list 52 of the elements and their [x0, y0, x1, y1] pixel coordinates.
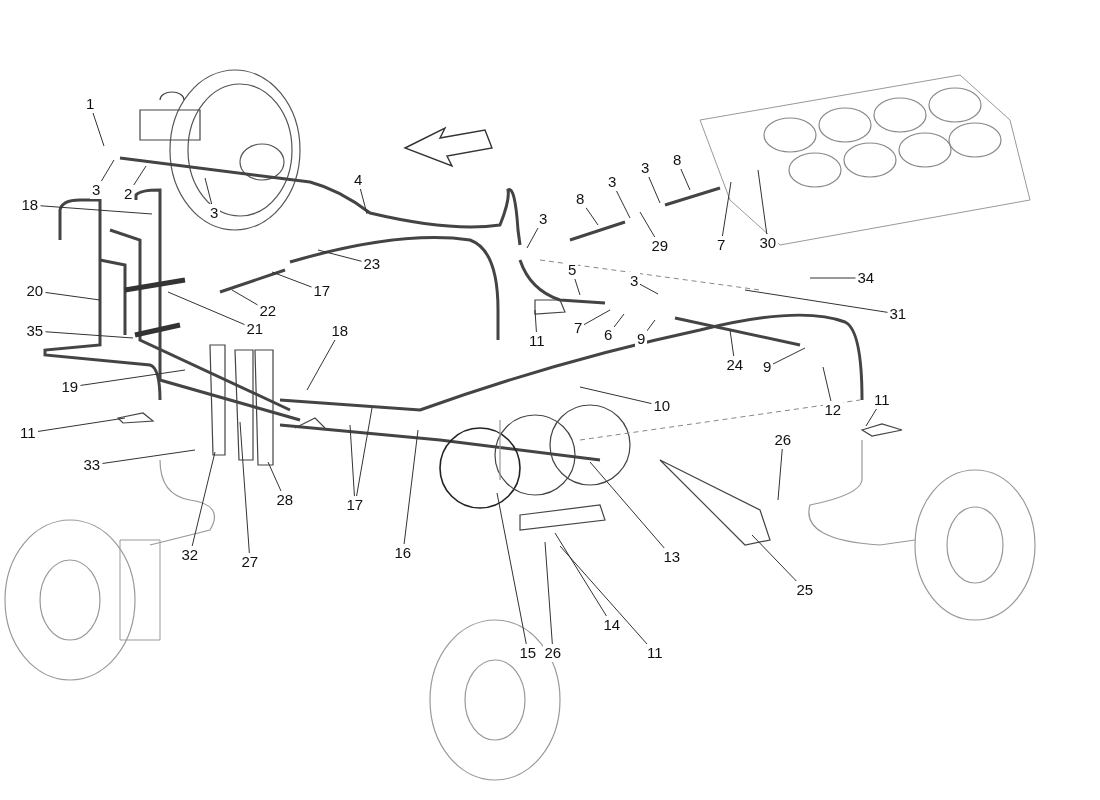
leader-line [100, 159, 115, 182]
leader-line [639, 283, 659, 295]
leader-line [809, 277, 856, 279]
leader-line [777, 448, 783, 501]
leader-line [680, 168, 691, 191]
leader-line [231, 289, 258, 306]
leader-line [45, 291, 101, 301]
leader-line [496, 492, 527, 645]
leader-line [167, 291, 245, 326]
leader-line [554, 532, 607, 617]
leader-line [585, 207, 599, 226]
leader-line [616, 190, 631, 219]
leader-line [822, 366, 832, 402]
leader-line [204, 177, 213, 205]
leader-line [574, 278, 581, 296]
leader-line [102, 449, 196, 464]
leader-line [865, 408, 877, 427]
leader-line [45, 331, 134, 339]
leader-line [579, 386, 652, 405]
leader-line [271, 271, 312, 288]
leader-line [526, 227, 539, 249]
leader-line [589, 461, 665, 549]
leader-line [751, 534, 797, 582]
leader-line [639, 211, 656, 238]
leader-line [559, 545, 648, 645]
leader-line [80, 369, 186, 386]
leader-line [356, 407, 373, 497]
leader-line [613, 313, 625, 328]
leader-line [583, 309, 611, 326]
leader-line [133, 165, 147, 186]
leader-line [744, 289, 888, 313]
leader-line [721, 181, 732, 237]
leader-line [37, 417, 126, 432]
leader-line [92, 112, 105, 147]
leader-line [772, 347, 806, 365]
leader-line [757, 169, 768, 235]
leader-line [646, 319, 656, 332]
leader-line [544, 541, 553, 645]
leader-line [729, 329, 735, 357]
leader-line [267, 461, 282, 492]
leader-line [359, 188, 368, 215]
leader-line [40, 205, 153, 215]
leader-line [306, 339, 336, 391]
leader-line [534, 309, 537, 333]
leader-line [349, 424, 355, 497]
leader-line [239, 421, 250, 554]
callout-number: 9 [635, 330, 648, 348]
leader-line [317, 249, 362, 262]
leader-line [191, 451, 216, 547]
callout-number: 26 [542, 644, 564, 662]
leader-line [403, 429, 419, 545]
leader-line [648, 176, 661, 204]
